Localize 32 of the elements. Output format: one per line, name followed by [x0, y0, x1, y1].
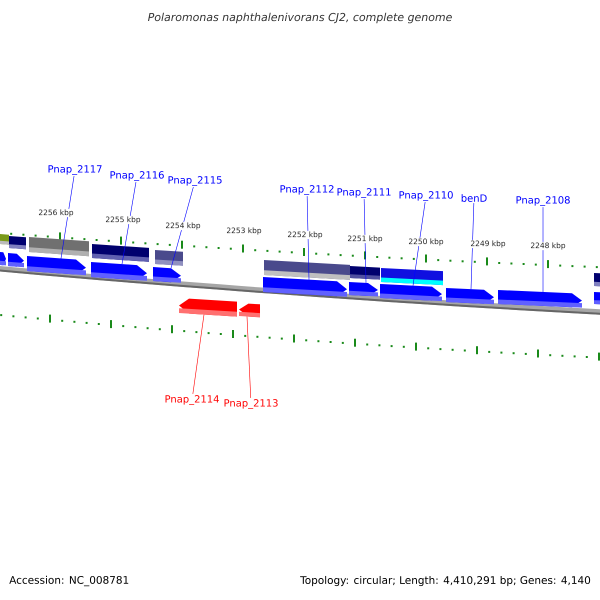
leader-line	[542, 206, 544, 292]
leader-line	[246, 316, 252, 398]
gene-label: benD	[462, 194, 487, 202]
leader-line	[470, 202, 474, 290]
gene-feature	[153, 267, 181, 283]
gene-feature	[91, 262, 147, 281]
leader-line	[412, 202, 426, 286]
leader-line	[170, 186, 194, 268]
gene-feature	[349, 282, 378, 296]
leader-line	[306, 196, 310, 280]
gene-feature	[498, 290, 582, 308]
gene-label: Pnap_2117	[48, 165, 102, 175]
gene-label: Pnap_2112	[280, 185, 334, 195]
leader-line	[60, 176, 74, 259]
gene-label: Pnap_2113	[224, 399, 278, 409]
gene-feature	[27, 256, 86, 276]
gene-feature	[263, 277, 347, 297]
leader-line	[192, 314, 204, 394]
gene-label: Pnap_2116	[110, 171, 164, 181]
accession-text: Accession: NC_008781	[9, 576, 128, 586]
gene-label: Pnap_2114	[166, 395, 219, 405]
gene-label: Pnap_2110	[400, 191, 453, 201]
gene-label: Pnap_2108	[516, 196, 570, 206]
gene-label: Pnap_2115	[168, 176, 222, 186]
gene-feature	[179, 298, 237, 317]
gene-label: Pnap_2111	[338, 188, 391, 198]
gene-feature	[446, 288, 494, 304]
title: Polaromonas naphthalenivorans CJ2, complete genome	[148, 12, 452, 24]
gene-feature	[380, 284, 442, 302]
gene-feature	[239, 304, 260, 318]
genome-info-text: Topology: circular; Length: 4,410,291 bp; Genes: 4,140	[300, 576, 590, 586]
leader-line	[364, 198, 366, 284]
